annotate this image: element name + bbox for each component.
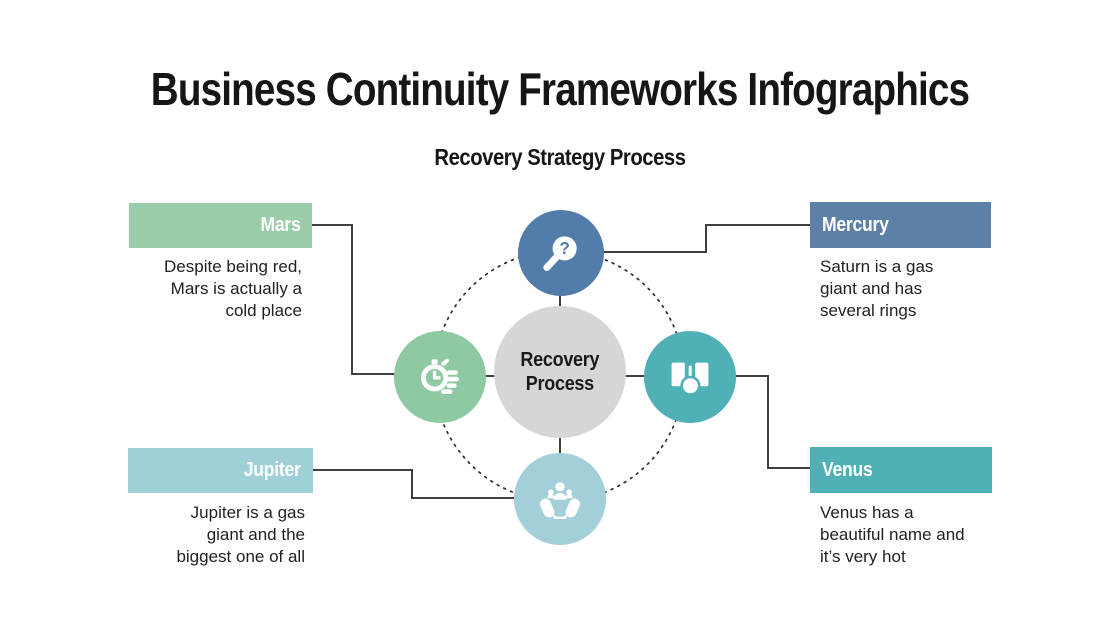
care-hands-icon <box>540 482 580 519</box>
svg-text:?: ? <box>559 238 570 258</box>
venus-label: Venus <box>822 458 873 481</box>
jupiter-label: Jupiter <box>244 459 301 481</box>
page-subtitle: Recovery Strategy Process <box>434 144 686 170</box>
mars-description: Despite being red, Mars is actually a co… <box>164 257 302 320</box>
mars-label-box: Mars <box>129 203 312 248</box>
analysis-step-circle: ? <box>518 210 604 296</box>
venus-label-box: Venus <box>810 447 992 493</box>
jupiter-description: Jupiter is a gas giant and the biggest o… <box>176 503 305 566</box>
hub-label: Recovery Process <box>520 349 600 395</box>
jupiter-label-box: Jupiter <box>128 448 313 493</box>
mercury-label: Mercury <box>822 213 889 236</box>
mercury-label-box: Mercury <box>810 202 991 248</box>
time-step-circle <box>394 331 486 423</box>
jupiter-connector-line <box>313 469 560 499</box>
page-title: Business Continuity Frameworks Infograph… <box>150 63 970 115</box>
time-management-icon <box>421 358 459 394</box>
selection-hand-icon <box>671 362 709 396</box>
mercury-connector-line <box>561 224 810 253</box>
recovery-process-hub: Recovery Process <box>494 306 626 438</box>
selection-step-circle <box>644 331 736 423</box>
mars-label: Mars <box>259 214 300 236</box>
care-step-circle <box>514 453 606 545</box>
magnifier-question-icon: ? <box>543 236 577 272</box>
mercury-description: Saturn is a gas giant and has several ri… <box>820 257 934 320</box>
venus-description: Venus has a beautiful name and it’s very… <box>820 503 965 566</box>
